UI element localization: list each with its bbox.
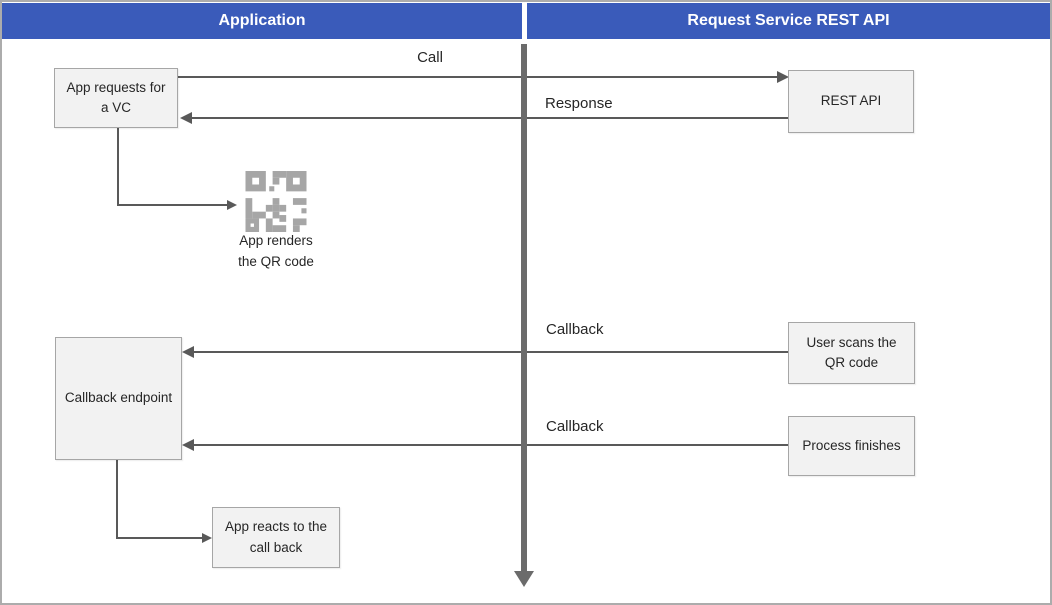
message-label-response: Response [545,95,613,112]
lifeline-arrow-down-icon [514,571,534,587]
swimlane-header-rest-api: Request Service REST API [527,3,1050,39]
arrowhead-left-icon [182,346,194,358]
message-line-call [178,76,778,78]
message-line-callback-2 [194,444,788,446]
box-user-scans-qr-label: User scans the QR code [806,334,897,370]
swimlane-header-application: Application [2,3,522,39]
arrowhead-left-icon [182,439,194,451]
box-process-finishes-label: Process finishes [802,437,901,453]
box-callback-endpoint-label: Callback endpoint [64,390,173,406]
message-label-callback-2: Callback [546,418,604,435]
arrowhead-right-icon [227,200,237,210]
message-label-callback-1: Callback [546,321,604,338]
box-rest-api-label: REST API [820,93,882,109]
box-user-scans-qr: User scans the QR code [788,322,915,384]
box-process-finishes: Process finishes [788,416,915,476]
arrowhead-right-icon [202,533,212,543]
elbow-connector-app-to-qr-horizontal [117,204,227,206]
box-rest-api: REST API [788,70,914,133]
elbow-connector-callback-to-react-vertical [116,460,118,539]
box-callback-endpoint: Callback endpoint [55,337,182,460]
message-line-callback-1 [194,351,788,353]
qr-caption: App renders the QR code [238,233,314,269]
box-app-reacts-callback: App reacts to the call back [212,507,340,568]
lifeline-divider [521,44,527,571]
arrowhead-left-icon [180,112,192,124]
box-app-requests-vc-label: App requests for a VC [66,79,166,115]
box-app-reacts-callback-label: App reacts to the call back [224,519,328,555]
message-line-response [192,117,788,119]
message-label-call: Call [417,49,443,66]
elbow-connector-callback-to-react-horizontal [116,537,202,539]
box-app-requests-vc: App requests for a VC [54,68,178,128]
qr-code-icon [245,171,307,232]
swimlane-header-application-label: Application [218,12,306,29]
swimlane-header-rest-api-label: Request Service REST API [687,12,890,29]
arrowhead-right-icon [777,71,789,83]
elbow-connector-app-to-qr-vertical [117,128,119,206]
